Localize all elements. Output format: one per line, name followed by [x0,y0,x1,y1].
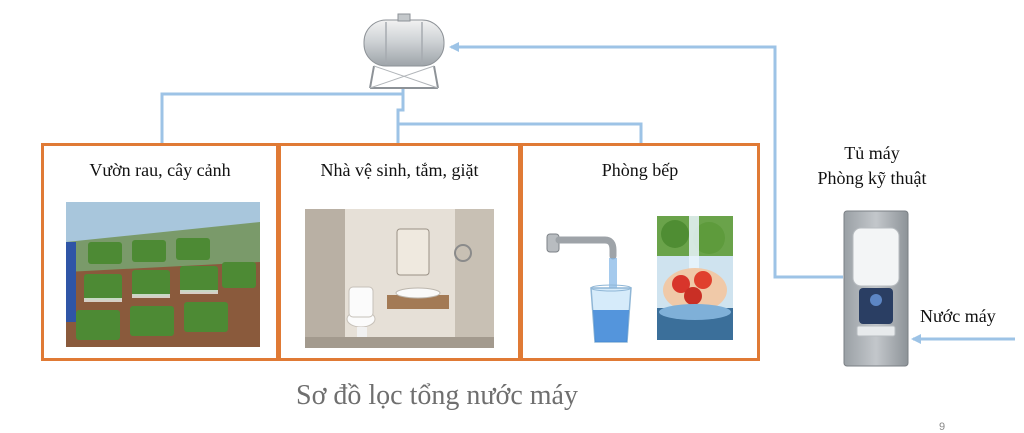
kitchen-box: Phòng bếp [520,143,760,361]
kitchen-label: Phòng bếp [601,160,679,180]
pipe-cabinet-to-tank [449,42,843,279]
washing-vegetables-photo [657,216,733,340]
pipe-tank-to-bathroom [396,94,405,145]
garden-box: Vườn rau, cây cảnh [41,143,279,361]
inlet-label: Nước máy [920,306,996,326]
water-filter-cabinet-icon [843,210,909,367]
faucet-glass-photo [543,224,635,350]
bathroom-photo [305,209,494,348]
garden-photo [66,202,260,347]
cabinet-label: Tủ máy Phòng kỹ thuật [796,141,948,191]
page-number: 9 [939,421,946,433]
bathroom-box: Nhà vệ sinh, tắm, giặt [278,143,521,361]
cabinet-label-line2: Phòng kỹ thuật [817,168,927,188]
cabinet-label-line1: Tủ máy [844,143,900,163]
diagram-title: Sơ đồ lọc tổng nước máy [296,380,578,411]
bathroom-label: Nhà vệ sinh, tắm, giặt [320,160,479,180]
pipe-tank-to-kitchen [398,122,643,145]
pipe-tank-to-garden [160,87,405,145]
garden-label: Vườn rau, cây cảnh [89,160,231,180]
water-tank-icon [356,12,452,90]
